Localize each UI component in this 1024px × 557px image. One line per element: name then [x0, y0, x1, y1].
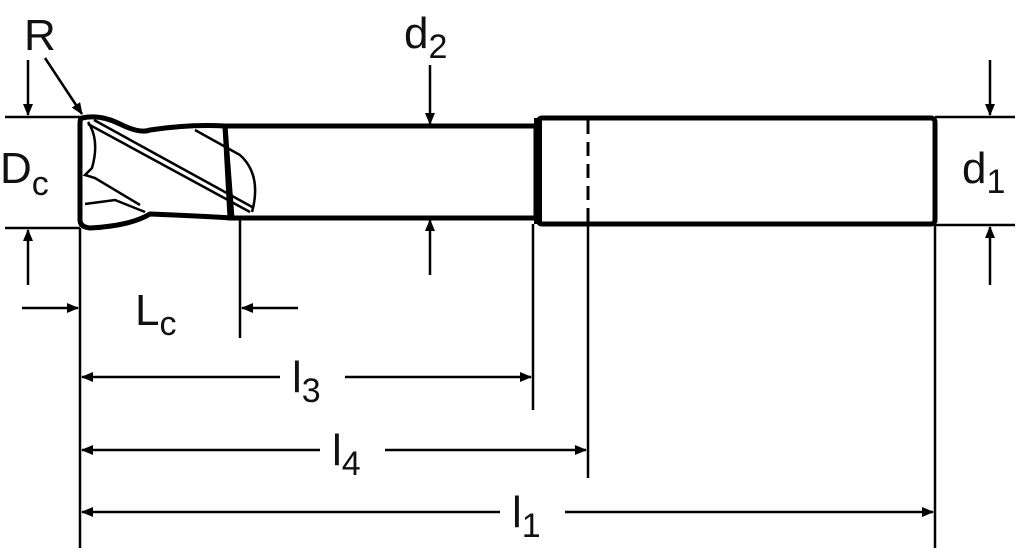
flute-inner [82, 121, 141, 207]
neck [222, 123, 539, 221]
label-l3: l3 [292, 353, 321, 410]
label-dc: Dc [0, 144, 49, 203]
label-r: R [24, 11, 56, 60]
flute-edge [93, 118, 255, 210]
label-lc: Lc [135, 286, 176, 343]
label-l1: l1 [512, 488, 541, 545]
label-d1: d1 [962, 144, 1005, 201]
shank [535, 115, 938, 227]
r-arrow [43, 57, 84, 115]
flute-inner [84, 198, 146, 214]
cutting-head [77, 114, 235, 231]
label-d2: d2 [404, 9, 447, 66]
flute-edge [87, 122, 251, 214]
label-l4: l4 [332, 426, 361, 483]
flute-back [194, 128, 257, 213]
